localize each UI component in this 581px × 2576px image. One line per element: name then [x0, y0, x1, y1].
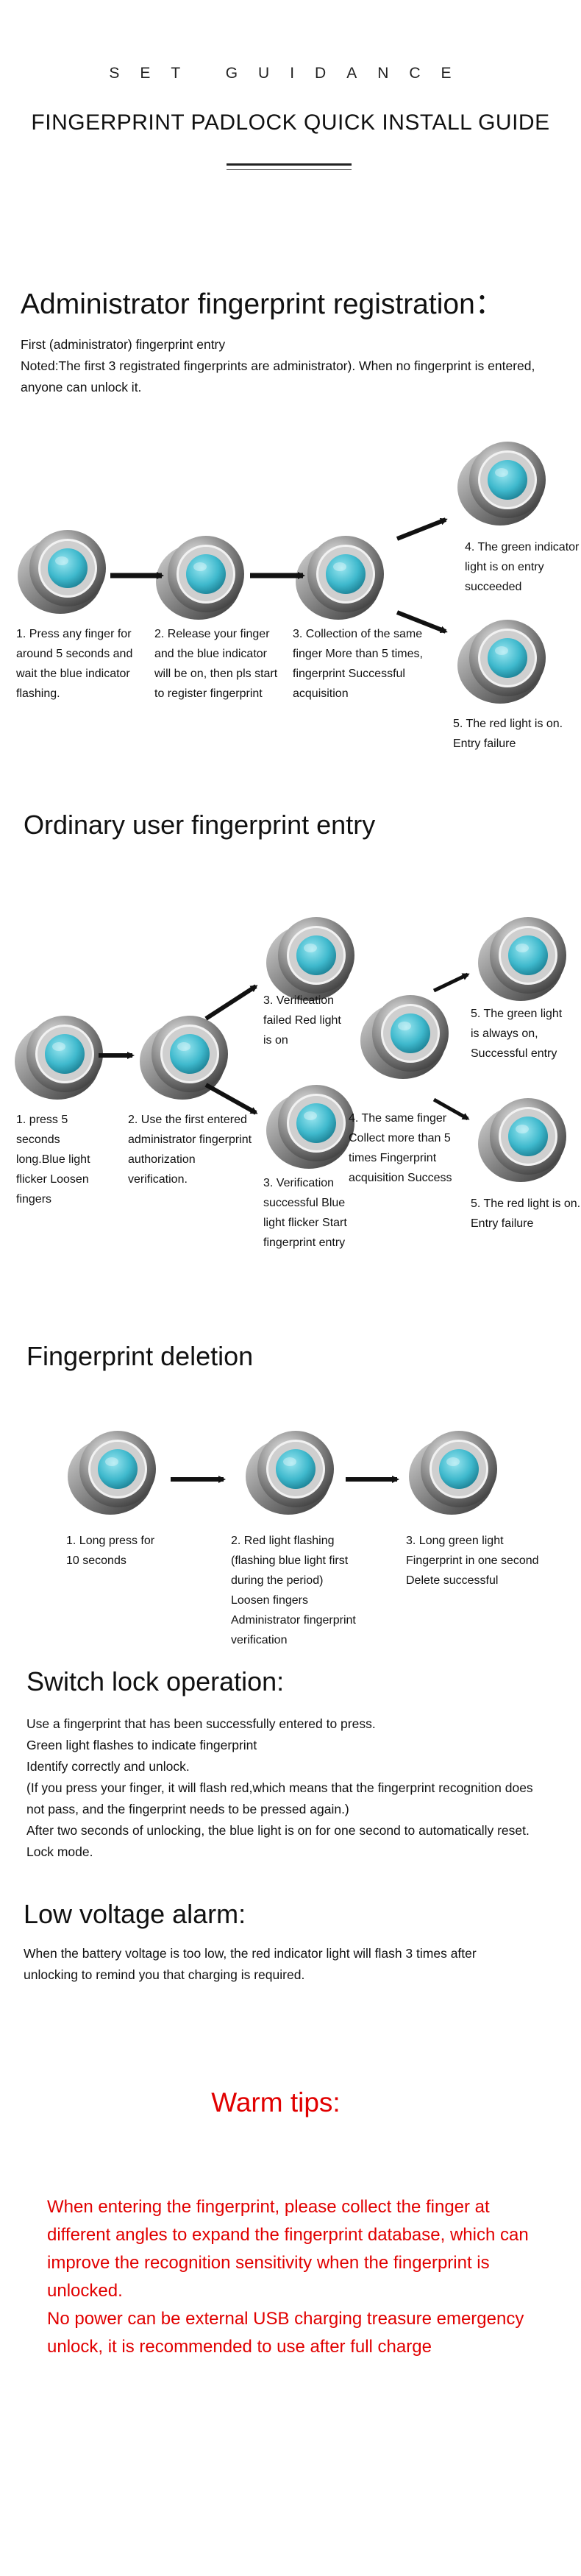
guide-kicker: SET GUIDANCE [109, 65, 472, 82]
fingerprint-sensor-icon [243, 1422, 343, 1526]
arrow-up-right-icon [396, 517, 448, 541]
low-voltage-heading: Low voltage alarm: [24, 1899, 246, 1929]
deletion-step-3: 3. Long green light Fingerprint in one s… [406, 1535, 539, 1587]
warm-tips-heading: Warm tips: [211, 2087, 341, 2117]
deletion-step-2: 2. Red light flashing (flashing blue lig… [231, 1535, 356, 1646]
fingerprint-sensor-icon [65, 1422, 165, 1526]
admin-step-3: 3. Collection of the same finger More th… [293, 628, 423, 700]
warm-tips-1: When entering the fingerprint, please co… [47, 2197, 529, 2301]
arrow-down-right-icon [396, 610, 448, 634]
ordinary-heading: Ordinary user fingerprint entry [24, 810, 376, 840]
fingerprint-sensor-icon [293, 527, 393, 631]
arrow-down-right-icon [204, 1083, 258, 1115]
switch-lock-line-2: Green light flashes to indicate fingerpr… [26, 1738, 257, 1752]
fingerprint-sensor-icon [475, 1089, 575, 1193]
switch-lock-line-4: (If you press your finger, it will flash… [26, 1780, 533, 1816]
fingerprint-sensor-icon [263, 1076, 363, 1180]
admin-step-4: 4. The green indicator light is on entry… [465, 541, 580, 593]
ordinary-step-4: 4. The same finger Collect more than 5 t… [349, 1112, 452, 1184]
ordinary-step-2: 2. Use the first entered administrator f… [128, 1114, 252, 1186]
ordinary-step-5-failure: 5. The red light is on. Entry failure [471, 1197, 581, 1230]
ordinary-step-1: 1. press 5 seconds long.Blue light flick… [16, 1114, 90, 1206]
low-voltage-text: When the battery voltage is too low, the… [24, 1946, 477, 1982]
deletion-step-1: 1. Long press for 10 seconds [66, 1535, 155, 1567]
fingerprint-sensor-icon [455, 433, 555, 537]
arrow-up-right-icon [204, 984, 258, 1021]
arrow-up-right-icon [432, 972, 470, 993]
fingerprint-sensor-icon [455, 611, 555, 715]
admin-step-1: 1. Press any finger for around 5 seconds… [16, 628, 133, 700]
fingerprint-sensor-icon [153, 527, 253, 631]
admin-heading: Administrator fingerprint registration： [21, 289, 504, 320]
admin-step-5: 5. The red light is on. Entry failure [453, 718, 563, 750]
ordinary-step-3-success: 3. Verification successful Blue light fl… [263, 1177, 347, 1249]
arrow-down-right-icon [432, 1097, 470, 1121]
fingerprint-sensor-icon [357, 986, 457, 1090]
admin-step-2: 2. Release your finger and the blue indi… [154, 628, 278, 700]
title-divider-thin [227, 169, 352, 170]
guide-title: FINGERPRINT PADLOCK QUICK INSTALL GUIDE [31, 110, 550, 135]
title-divider [227, 163, 352, 166]
switch-lock-line-1: Use a fingerprint that has been successf… [26, 1716, 376, 1731]
fingerprint-sensor-icon [12, 1007, 112, 1111]
switch-lock-line-3: Identify correctly and unlock. [26, 1759, 190, 1774]
fingerprint-sensor-icon [263, 908, 363, 1012]
admin-intro-1: First (administrator) fingerprint entry [21, 337, 226, 352]
switch-lock-heading: Switch lock operation: [26, 1666, 285, 1696]
fingerprint-sensor-icon [406, 1422, 506, 1526]
fingerprint-sensor-icon [137, 1007, 237, 1111]
ordinary-step-3-failed: 3. Verification failed Red light is on [263, 994, 341, 1047]
fingerprint-sensor-icon [475, 908, 575, 1012]
switch-lock-line-5: After two seconds of unlocking, the blue… [26, 1823, 530, 1859]
warm-tips-2: No power can be external USB charging tr… [47, 2309, 524, 2357]
admin-intro-2: Noted:The first 3 registrated fingerprin… [21, 358, 535, 394]
fingerprint-sensor-icon [15, 521, 115, 625]
deletion-heading: Fingerprint deletion [26, 1341, 254, 1371]
ordinary-step-5-success: 5. The green light is always on, Success… [471, 1008, 563, 1060]
